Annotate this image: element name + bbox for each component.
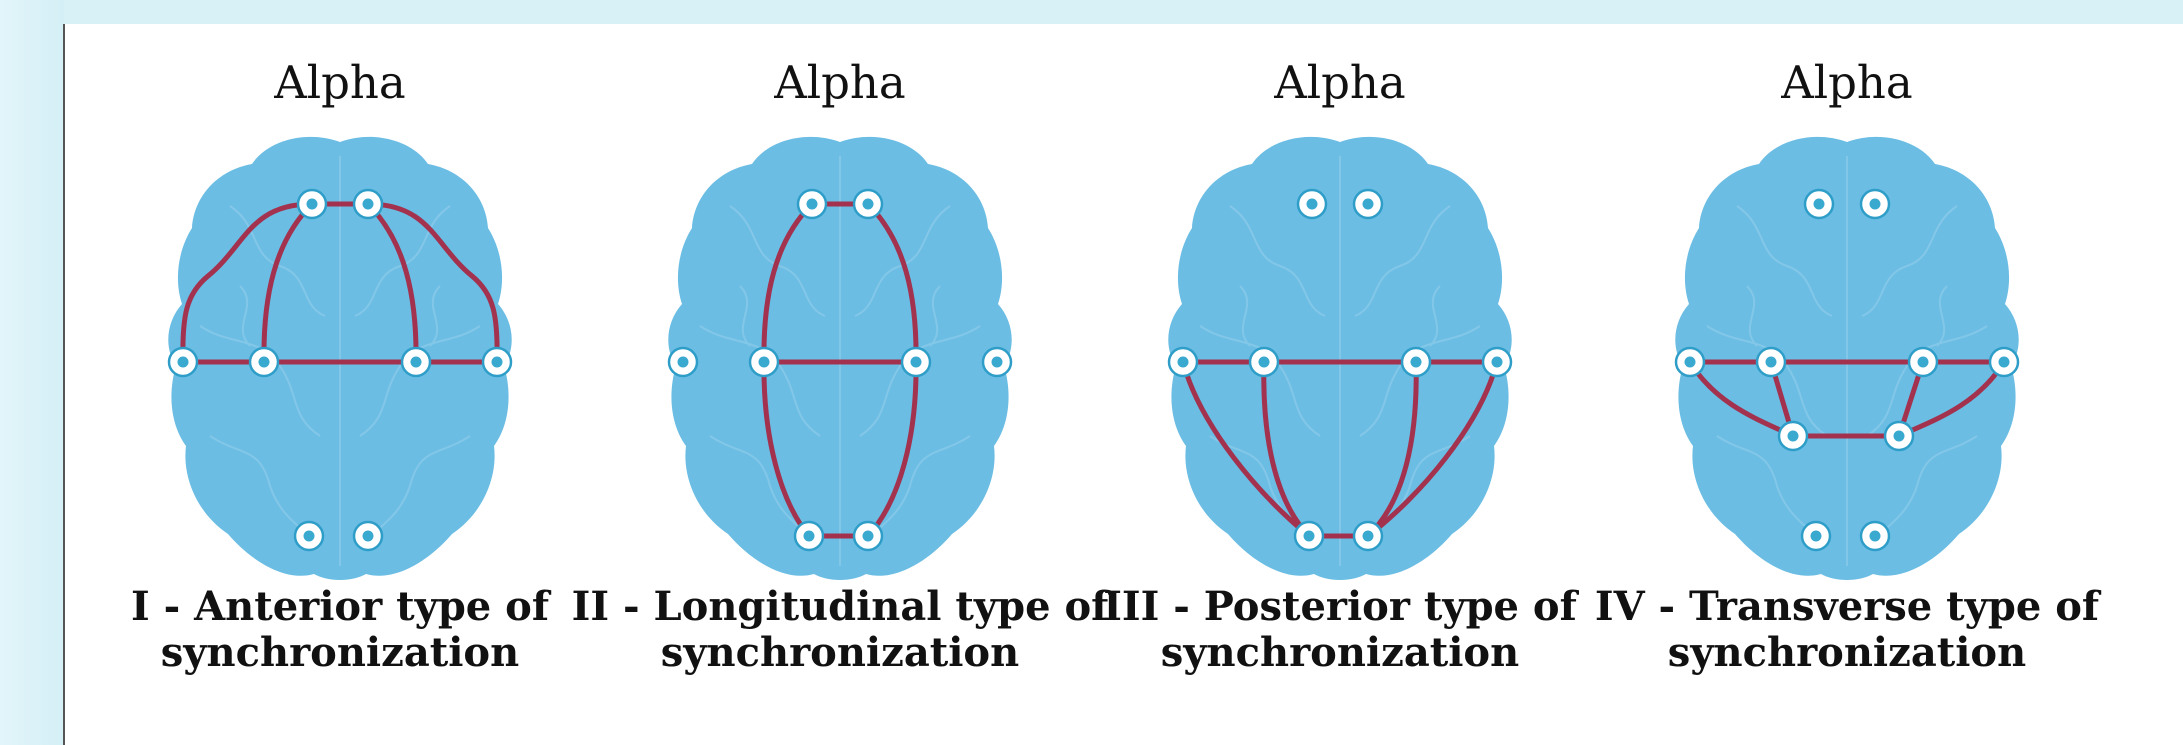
panel-title: Alpha bbox=[90, 60, 590, 105]
electrode-back-right bbox=[354, 522, 382, 550]
electrode-mid-inner-right bbox=[902, 348, 930, 376]
electrode-front-left bbox=[798, 190, 826, 218]
panel-caption: I - Anterior type of synchronization bbox=[70, 584, 610, 676]
electrode-back-left bbox=[295, 522, 323, 550]
electrode-front-right bbox=[1861, 190, 1889, 218]
panel-caption: III - Posterior type of synchronization bbox=[1070, 584, 1610, 676]
top-background-band bbox=[0, 0, 2183, 24]
electrode-mid-inner-left bbox=[1250, 348, 1278, 376]
panel-caption: II - Longitudinal type of synchronizatio… bbox=[570, 584, 1110, 676]
electrode-mid-outer-right bbox=[483, 348, 511, 376]
electrode-back-left bbox=[1295, 522, 1323, 550]
electrode-mid-outer-right bbox=[1483, 348, 1511, 376]
electrode-mid-inner-right bbox=[402, 348, 430, 376]
panel-posterior: Alpha bbox=[1090, 52, 1590, 692]
caption-line-2: synchronization bbox=[1577, 630, 2117, 676]
electrode-mid-outer-left bbox=[1169, 348, 1197, 376]
electrode-mid-outer-right bbox=[983, 348, 1011, 376]
caption-line-1: IV - Transverse type of bbox=[1577, 584, 2117, 630]
electrode-front-right bbox=[854, 190, 882, 218]
electrode-lower-left bbox=[1779, 422, 1807, 450]
panel-caption: IV - Transverse type of synchronization bbox=[1577, 584, 2117, 676]
electrode-mid-inner-right bbox=[1402, 348, 1430, 376]
electrode-mid-inner-left bbox=[1757, 348, 1785, 376]
left-divider-line bbox=[63, 24, 65, 745]
caption-line-2: synchronization bbox=[70, 630, 610, 676]
caption-line-2: synchronization bbox=[1070, 630, 1610, 676]
electrode-back-left bbox=[795, 522, 823, 550]
caption-line-2: synchronization bbox=[570, 630, 1110, 676]
electrode-back-left bbox=[1802, 522, 1830, 550]
electrode-mid-inner-left bbox=[250, 348, 278, 376]
caption-line-1: I - Anterior type of bbox=[70, 584, 610, 630]
electrode-lower-right bbox=[1885, 422, 1913, 450]
brain-map-posterior bbox=[1090, 116, 1590, 586]
brain-map-longitudinal bbox=[590, 116, 1090, 586]
electrode-front-right bbox=[1354, 190, 1382, 218]
electrode-mid-outer-right bbox=[1990, 348, 2018, 376]
panel-anterior: Alpha bbox=[90, 52, 590, 692]
brain-map-transverse bbox=[1597, 116, 2097, 586]
panel-longitudinal: Alpha bbox=[590, 52, 1090, 692]
caption-line-1: II - Longitudinal type of bbox=[570, 584, 1110, 630]
panel-title: Alpha bbox=[590, 60, 1090, 105]
panel-transverse: Alpha bbox=[1597, 52, 2097, 692]
electrode-back-right bbox=[1861, 522, 1889, 550]
electrode-back-right bbox=[854, 522, 882, 550]
caption-line-1: III - Posterior type of bbox=[1070, 584, 1610, 630]
brain-map-anterior bbox=[90, 116, 590, 586]
panel-title: Alpha bbox=[1597, 60, 2097, 105]
panel-title: Alpha bbox=[1090, 60, 1590, 105]
electrode-mid-inner-left bbox=[750, 348, 778, 376]
left-background-band bbox=[0, 0, 64, 745]
electrode-mid-inner-right bbox=[1909, 348, 1937, 376]
electrode-front-left bbox=[1805, 190, 1833, 218]
electrode-mid-outer-left bbox=[669, 348, 697, 376]
electrode-front-right bbox=[354, 190, 382, 218]
electrode-mid-outer-left bbox=[1676, 348, 1704, 376]
electrode-front-left bbox=[298, 190, 326, 218]
electrode-front-left bbox=[1298, 190, 1326, 218]
electrode-mid-outer-left bbox=[169, 348, 197, 376]
electrode-back-right bbox=[1354, 522, 1382, 550]
